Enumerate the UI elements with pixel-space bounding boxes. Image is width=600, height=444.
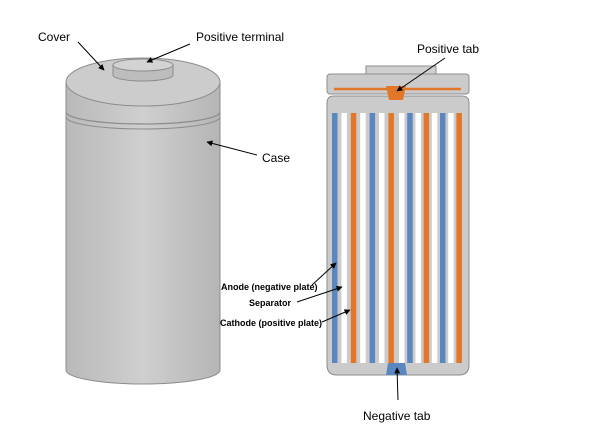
label-cathode: Cathode (positive plate): [220, 318, 322, 328]
arrow-negative-tab: [394, 367, 401, 401]
case-groove: [65, 111, 221, 125]
right-anode-plate: [440, 113, 446, 363]
right-cathode-plate: [456, 113, 462, 363]
label-case: Case: [262, 151, 290, 165]
cover: [65, 57, 221, 107]
right-anode-plate: [407, 113, 413, 363]
left-cathode-plate: [388, 113, 394, 363]
right-separator-plate: [431, 113, 438, 363]
label-separator: Separator: [249, 298, 292, 308]
case-section: [326, 95, 470, 376]
arrow-case: [206, 140, 258, 156]
case-groove-2: [65, 116, 221, 130]
case-body: [65, 81, 221, 385]
label-cover: Cover: [38, 30, 70, 44]
cylindrical-cell: [65, 57, 221, 385]
left-cathode-plate: [350, 113, 357, 363]
right-separator-plate: [399, 113, 405, 363]
positive-tab: [386, 86, 406, 100]
right-separator-plate: [448, 113, 454, 363]
arrow-positive-tab: [396, 57, 446, 92]
left-anode-plate: [369, 113, 376, 363]
arrow-cathode: [321, 309, 351, 323]
electrode-plates: [332, 113, 462, 363]
right-cathode-plate: [423, 113, 430, 363]
left-separator-plate: [379, 113, 385, 363]
label-anode: Anode (negative plate): [221, 282, 318, 292]
negative-tab: [386, 363, 407, 375]
leader-lines: [77, 41, 446, 401]
arrow-anode: [311, 262, 337, 286]
left-anode-plate: [332, 113, 338, 363]
label-positive-terminal: Positive terminal: [196, 30, 284, 44]
cell-cross-section: [326, 65, 470, 376]
arrow-positive-terminal: [146, 43, 191, 63]
label-positive-tab: Positive tab: [417, 42, 479, 56]
label-negative-tab: Negative tab: [363, 409, 431, 423]
positive-terminal: [112, 58, 174, 72]
left-separator-plate: [360, 113, 366, 363]
left-separator-plate: [341, 113, 347, 363]
arrow-cover: [77, 41, 105, 71]
right-separator-plate: [415, 113, 421, 363]
arrow-separator: [296, 285, 343, 303]
